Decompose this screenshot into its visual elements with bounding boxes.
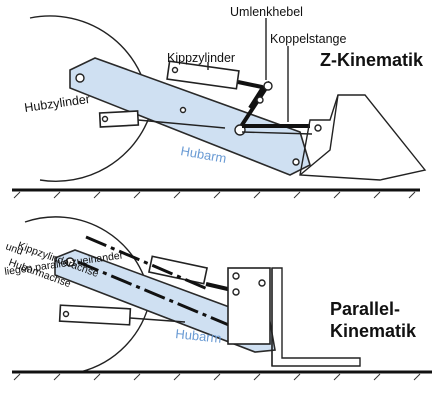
bottom-carriage bbox=[227, 267, 271, 345]
top-bell-crank-top-pin bbox=[263, 81, 273, 91]
bottom-ground-hatch bbox=[13, 373, 421, 381]
label-hubzylinder: Hubzylinder bbox=[23, 92, 90, 115]
top-bucket-pin bbox=[314, 124, 322, 132]
bottom-tilt-axis bbox=[85, 235, 211, 292]
top-ground-hatch bbox=[13, 191, 416, 199]
top-tilt-cylinder bbox=[166, 60, 240, 90]
top-arm-pivot bbox=[75, 73, 85, 83]
top-bell-crank bbox=[238, 80, 272, 130]
label-und: und bbox=[4, 241, 25, 258]
bottom-lift-cyl-pin bbox=[62, 310, 70, 318]
bottom-carriage-pin-3 bbox=[258, 279, 266, 287]
label-hubarm-bottom: Hubarm bbox=[175, 326, 223, 346]
top-lift-cylinder bbox=[98, 110, 140, 128]
top-bell-crank-mid-pin bbox=[256, 96, 264, 104]
title-parallel-line1: Parallel- bbox=[330, 299, 400, 319]
top-lift-cylinder-rod bbox=[137, 119, 226, 129]
parallel-kinematics-section: Kippzylinderachse und Hubarmachse liegen… bbox=[4, 216, 432, 381]
top-bucket bbox=[299, 94, 427, 181]
bottom-tilt-cylinder bbox=[147, 255, 209, 285]
bottom-lift-cylinder bbox=[58, 304, 132, 326]
top-tilt-cylinder-rod bbox=[237, 80, 263, 89]
title-parallel-line2: Kinematik bbox=[330, 321, 417, 341]
label-kippzylinder: Kippzylinder bbox=[167, 51, 235, 65]
bottom-lift-rod bbox=[129, 317, 186, 323]
top-arm-end-pin bbox=[292, 158, 300, 166]
bottom-carriage-pin-1 bbox=[232, 272, 240, 280]
bottom-arm-pivot bbox=[65, 257, 75, 267]
top-bucket-inner bbox=[299, 94, 339, 176]
label-koppelstange: Koppelstange bbox=[270, 32, 347, 46]
top-lift-cylinder-pin bbox=[101, 115, 109, 123]
label-umlenkhebel: Umlenkhebel bbox=[230, 5, 303, 19]
bottom-carriage-pin-2 bbox=[232, 288, 240, 296]
top-arm-mid-pin bbox=[179, 106, 187, 114]
bottom-lift-arm bbox=[54, 249, 276, 353]
top-tilt-cylinder-pin bbox=[171, 66, 179, 74]
top-bell-crank-inner bbox=[248, 84, 266, 110]
z-kinematics-section: Umlenkhebel Koppelstange Kippzylinder Hu… bbox=[12, 5, 427, 199]
title-z-kinematik: Z-Kinematik bbox=[320, 50, 424, 70]
top-lift-arm bbox=[69, 57, 311, 176]
